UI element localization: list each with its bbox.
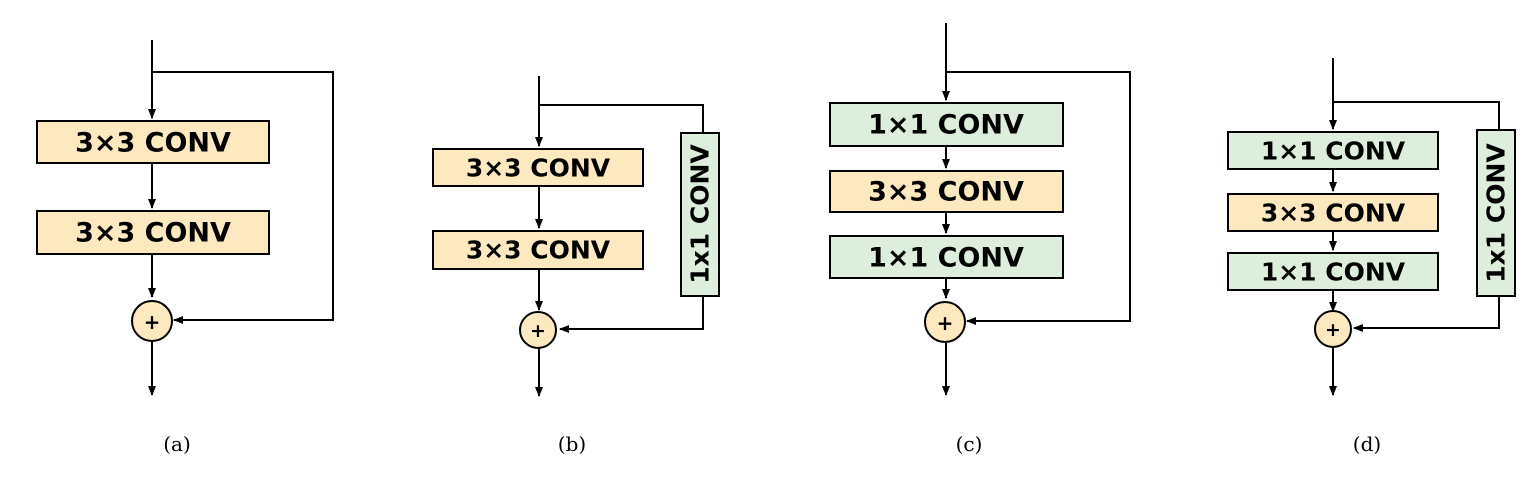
shortcut-conv-d-label: 1x1 CONV: [1482, 143, 1511, 283]
conv-block-a-2: 3×3 CONV: [36, 210, 270, 255]
caption-b: (b): [558, 432, 586, 456]
diagram-c: 1×1 CONV 3×3 CONV 1×1 CONV + (c): [829, 23, 1131, 456]
diagram-d-connectors: [1329, 58, 1500, 396]
conv-block-b-2: 3×3 CONV: [432, 230, 644, 270]
add-node-c-label: +: [937, 311, 954, 335]
conv-block-a-2-label: 3×3 CONV: [75, 218, 231, 249]
conv-block-a-1: 3×3 CONV: [36, 120, 270, 164]
conv-block-d-1-label: 1×1 CONV: [1261, 137, 1406, 166]
add-node-a: +: [131, 300, 173, 342]
diagram-d: 1×1 CONV 3×3 CONV 1×1 CONV 1x1 CONV + (d…: [1227, 58, 1516, 456]
shortcut-conv-d: 1x1 CONV: [1476, 129, 1516, 297]
shortcut-conv-b-label: 1x1 CONV: [686, 144, 715, 284]
add-node-c: +: [924, 301, 966, 343]
diagram-b-connectors: [535, 76, 704, 397]
conv-block-c-2-label: 3×3 CONV: [868, 177, 1024, 208]
conv-block-d-1: 1×1 CONV: [1227, 131, 1439, 170]
conv-block-b-1: 3×3 CONV: [432, 148, 644, 187]
conv-block-d-2-label: 3×3 CONV: [1261, 199, 1406, 228]
conv-block-d-3-label: 1×1 CONV: [1261, 258, 1406, 287]
add-node-d-label: +: [1325, 319, 1341, 341]
conv-block-c-3: 1×1 CONV: [829, 235, 1064, 279]
conv-block-c-1-label: 1×1 CONV: [868, 110, 1024, 141]
conv-block-b-1-label: 3×3 CONV: [466, 154, 611, 183]
conv-block-b-2-label: 3×3 CONV: [466, 236, 611, 265]
conv-block-c-1: 1×1 CONV: [829, 102, 1064, 147]
conv-block-a-1-label: 3×3 CONV: [75, 128, 231, 159]
conv-block-d-2: 3×3 CONV: [1227, 193, 1439, 232]
conv-block-c-3-label: 1×1 CONV: [868, 243, 1024, 274]
add-node-a-label: +: [144, 310, 161, 334]
caption-a: (a): [163, 432, 191, 456]
diagram-c-connectors: [942, 23, 1131, 396]
diagram-a: 3×3 CONV 3×3 CONV + (a): [36, 40, 334, 456]
add-node-d: +: [1314, 310, 1352, 348]
shortcut-conv-b: 1x1 CONV: [680, 132, 720, 297]
add-node-b: +: [519, 311, 557, 349]
caption-d: (d): [1353, 432, 1381, 456]
conv-block-d-3: 1×1 CONV: [1227, 252, 1439, 291]
diagram-b: 3×3 CONV 3×3 CONV 1x1 CONV + (b): [432, 76, 720, 456]
conv-block-c-2: 3×3 CONV: [829, 170, 1064, 213]
caption-c: (c): [956, 432, 983, 456]
add-node-b-label: +: [530, 320, 546, 342]
diagram-a-connectors: [148, 40, 334, 396]
